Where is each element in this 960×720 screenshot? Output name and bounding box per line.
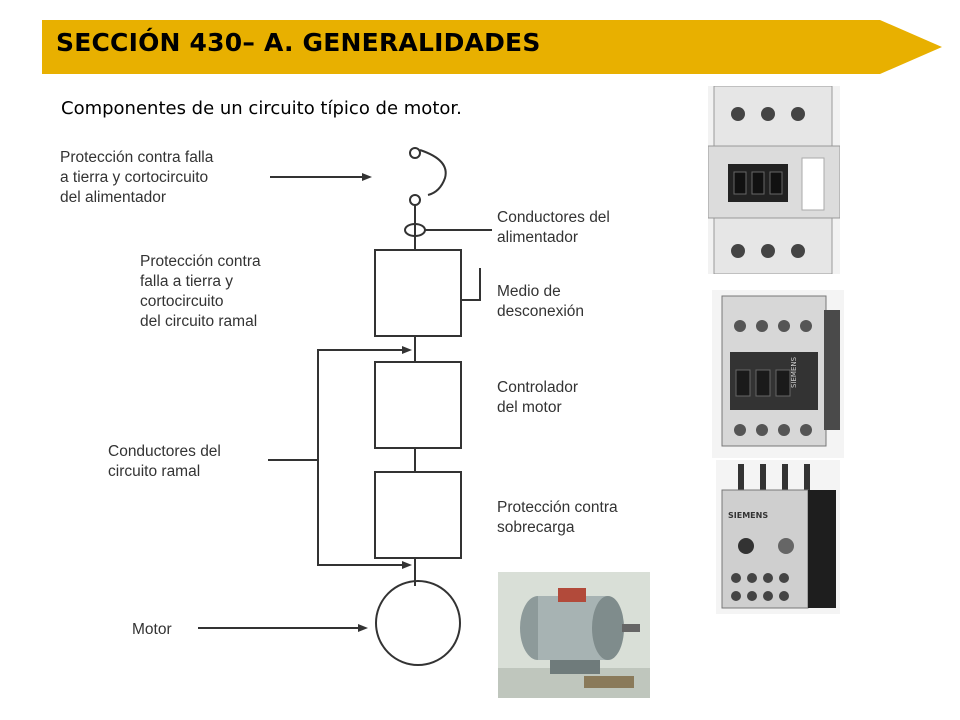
contactor-brand: SIEMENS: [790, 356, 798, 388]
switch-contact-top: [409, 147, 421, 159]
label-disconnect: Medio de desconexión: [497, 283, 585, 320]
label-feeder-protection: Protección contra falla a tierra y corto…: [60, 149, 214, 206]
overload-relay-photo: SIEMENS: [716, 460, 840, 614]
relay-brand: SIEMENS: [728, 511, 768, 520]
controller-box: [374, 361, 462, 449]
label-feeder-conductors: Conductores del alimentador: [497, 209, 610, 246]
motor-symbol: [375, 580, 461, 666]
switch-arc: [419, 149, 447, 196]
switch-contact-bottom: [409, 194, 421, 206]
motor-arrowhead: [358, 624, 368, 632]
label-branch-conductors: Conductores del circuito ramal: [108, 443, 221, 480]
circuit-breaker-photo: [708, 86, 840, 274]
disconnect-box: [374, 249, 462, 337]
page-subtitle: Componentes de un circuito típico de mot…: [61, 98, 462, 119]
label-controller: Controlador del motor: [497, 379, 578, 416]
motor-photo: [498, 572, 650, 698]
feeder-arrowhead: [362, 173, 372, 181]
branch-bracket: [317, 349, 405, 566]
header-banner: [42, 20, 942, 74]
label-branch-protection: Protección contra falla a tierra y corto…: [140, 253, 261, 330]
branch-bottom-arrowhead: [402, 561, 412, 569]
label-motor: Motor: [132, 621, 172, 638]
page-title: SECCIÓN 430– A. GENERALIDADES: [56, 28, 541, 57]
disconnect-leader: [461, 268, 481, 301]
branch-top-arrowhead: [402, 346, 412, 354]
header-arrow-shape: [42, 20, 942, 74]
overload-box: [374, 471, 462, 559]
label-overload: Protección contra sobrecarga: [497, 499, 618, 536]
contactor-photo: SIEMENS: [712, 290, 844, 458]
